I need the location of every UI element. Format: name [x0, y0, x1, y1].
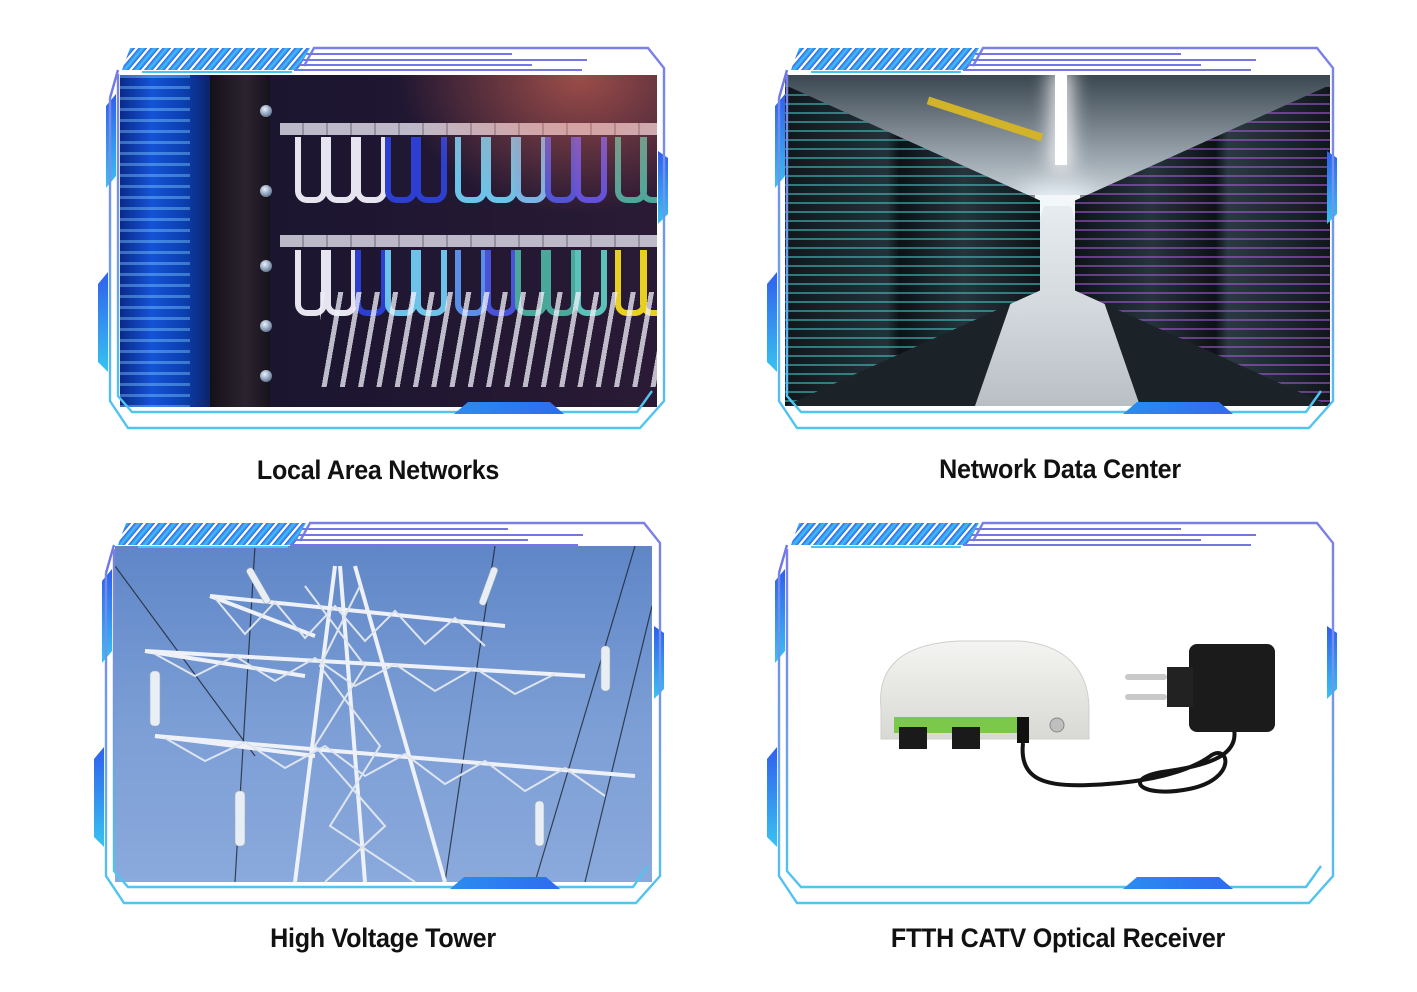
panel-ftth-catv-optical-receiver [761, 521, 1341, 911]
caption-high-voltage-tower: High Voltage Tower [270, 923, 496, 953]
caption-ftth-catv-optical-receiver: FTTH CATV Optical Receiver [890, 923, 1226, 953]
panel-high-voltage-tower [88, 521, 668, 911]
tech-frame [96, 46, 670, 430]
tech-frame [765, 46, 1339, 430]
data-center-photo [785, 75, 1330, 406]
caption-network-data-center: Network Data Center [939, 454, 1181, 484]
caption-local-area-networks: Local Area Networks [256, 455, 500, 485]
power-tower-photo [115, 546, 652, 882]
patch-panel-photo [120, 75, 657, 407]
tech-frame [92, 521, 666, 905]
panel-network-data-center [761, 46, 1341, 436]
tech-frame [765, 521, 1339, 905]
optical-receiver-photo [789, 549, 1329, 884]
panel-local-area-networks [92, 46, 672, 436]
